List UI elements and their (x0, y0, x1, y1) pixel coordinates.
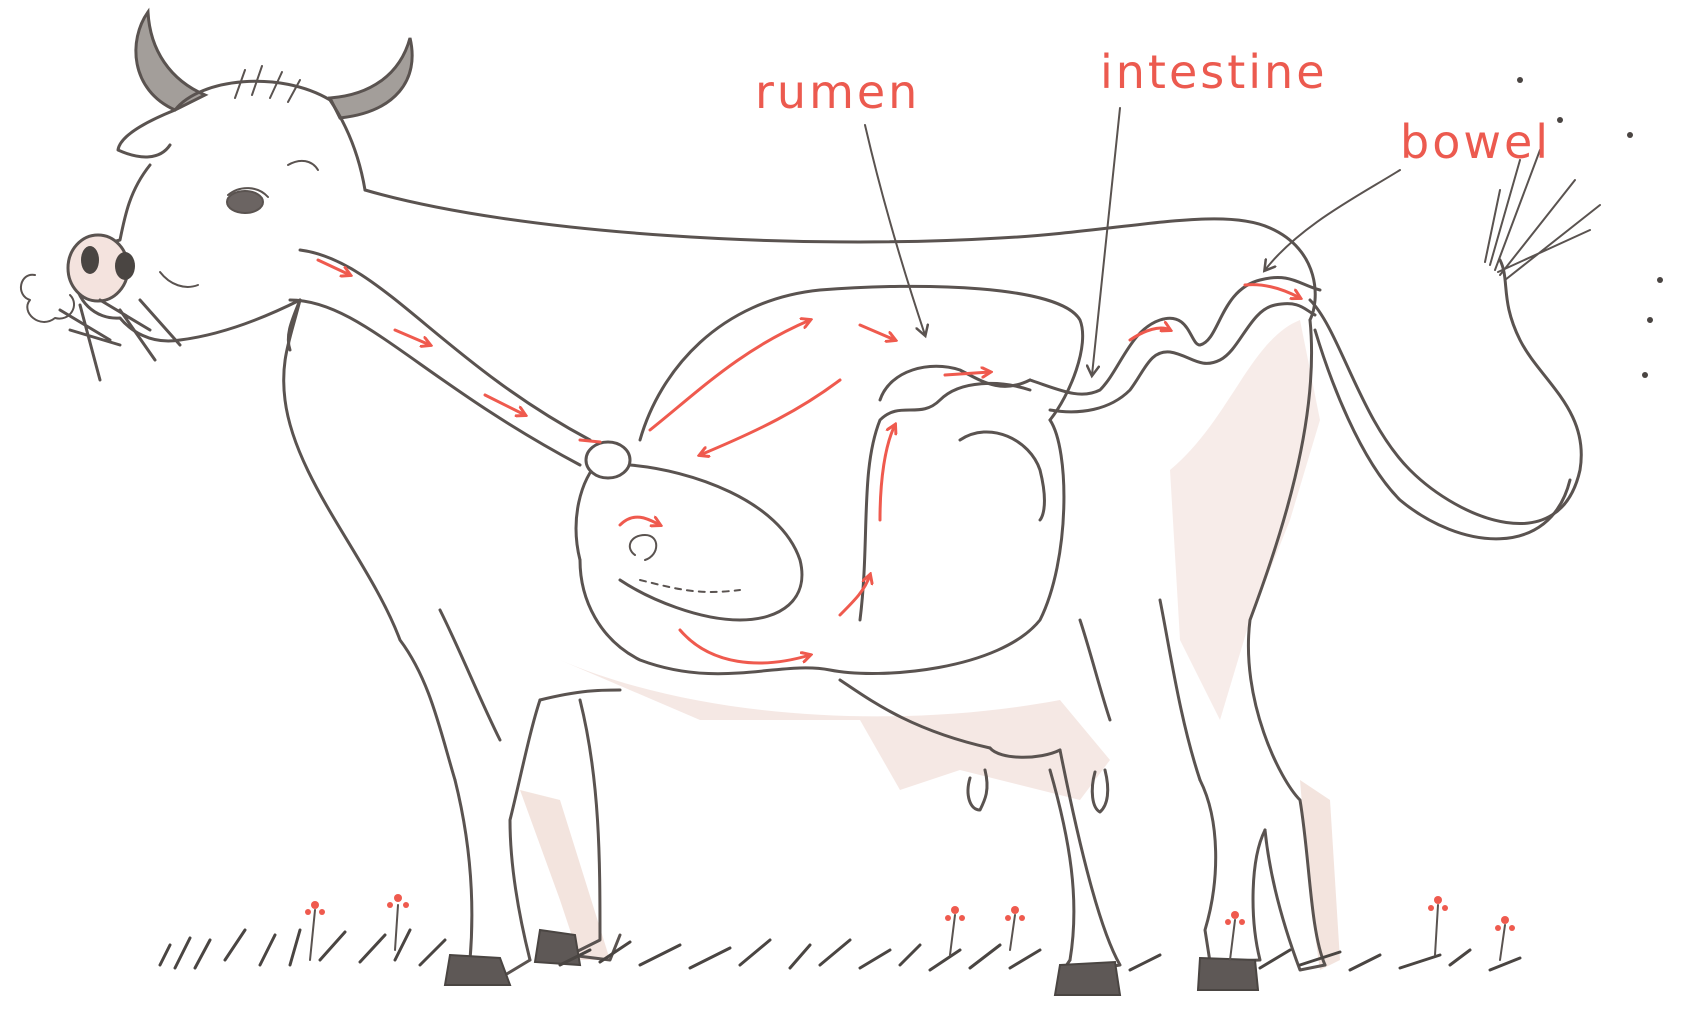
labels: rumen intestine bowel (755, 45, 1551, 169)
bowel-leader (1265, 170, 1400, 270)
hoof-icon (445, 955, 510, 985)
label-bowel: bowel (1400, 115, 1551, 169)
flow-arrows (318, 260, 1300, 663)
label-rumen: rumen (755, 65, 920, 119)
stomach-lower (580, 420, 1064, 674)
digestive-tract (290, 250, 1320, 674)
omasum (860, 383, 1030, 620)
esophagus-lower (290, 300, 580, 465)
cow-head (21, 66, 365, 380)
reticulum-opening (586, 442, 630, 478)
hoof-icon (1055, 962, 1120, 995)
abomasum (960, 432, 1044, 520)
label-intestine: intestine (1100, 45, 1328, 99)
hoof-icon (1198, 958, 1258, 990)
intestine-leader (1092, 108, 1120, 375)
rumen-leader (865, 125, 925, 335)
cow-body (284, 190, 1325, 975)
body-shading (520, 320, 1340, 970)
esophagus (300, 250, 590, 440)
reticulum (620, 465, 802, 620)
eye-icon (227, 191, 263, 213)
rumen-outline (640, 286, 1083, 440)
horns (136, 12, 412, 118)
